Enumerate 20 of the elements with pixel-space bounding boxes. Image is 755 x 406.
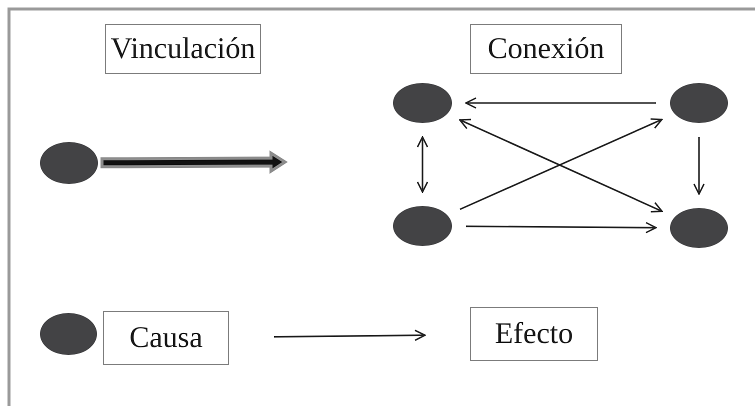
block-arrow <box>100 150 288 174</box>
label-box <box>105 24 261 74</box>
arrow <box>466 222 657 234</box>
label-box <box>103 311 229 365</box>
box-label: Conexión <box>488 32 604 66</box>
box-label: Causa <box>129 321 203 355</box>
arrow <box>274 330 426 342</box>
node-ellipse <box>393 83 452 123</box>
node-ellipse <box>40 142 98 184</box>
node-ellipse <box>393 206 452 246</box>
box-label: Efecto <box>494 317 574 351</box>
node-ellipse <box>40 313 97 355</box>
box-label: Vinculación <box>110 32 256 66</box>
label-box <box>470 24 622 74</box>
arrow <box>465 97 656 109</box>
arrow <box>693 137 705 195</box>
arrow <box>416 136 428 193</box>
node-ellipse <box>670 83 728 123</box>
label-box <box>470 307 598 361</box>
node-ellipse <box>670 208 728 248</box>
